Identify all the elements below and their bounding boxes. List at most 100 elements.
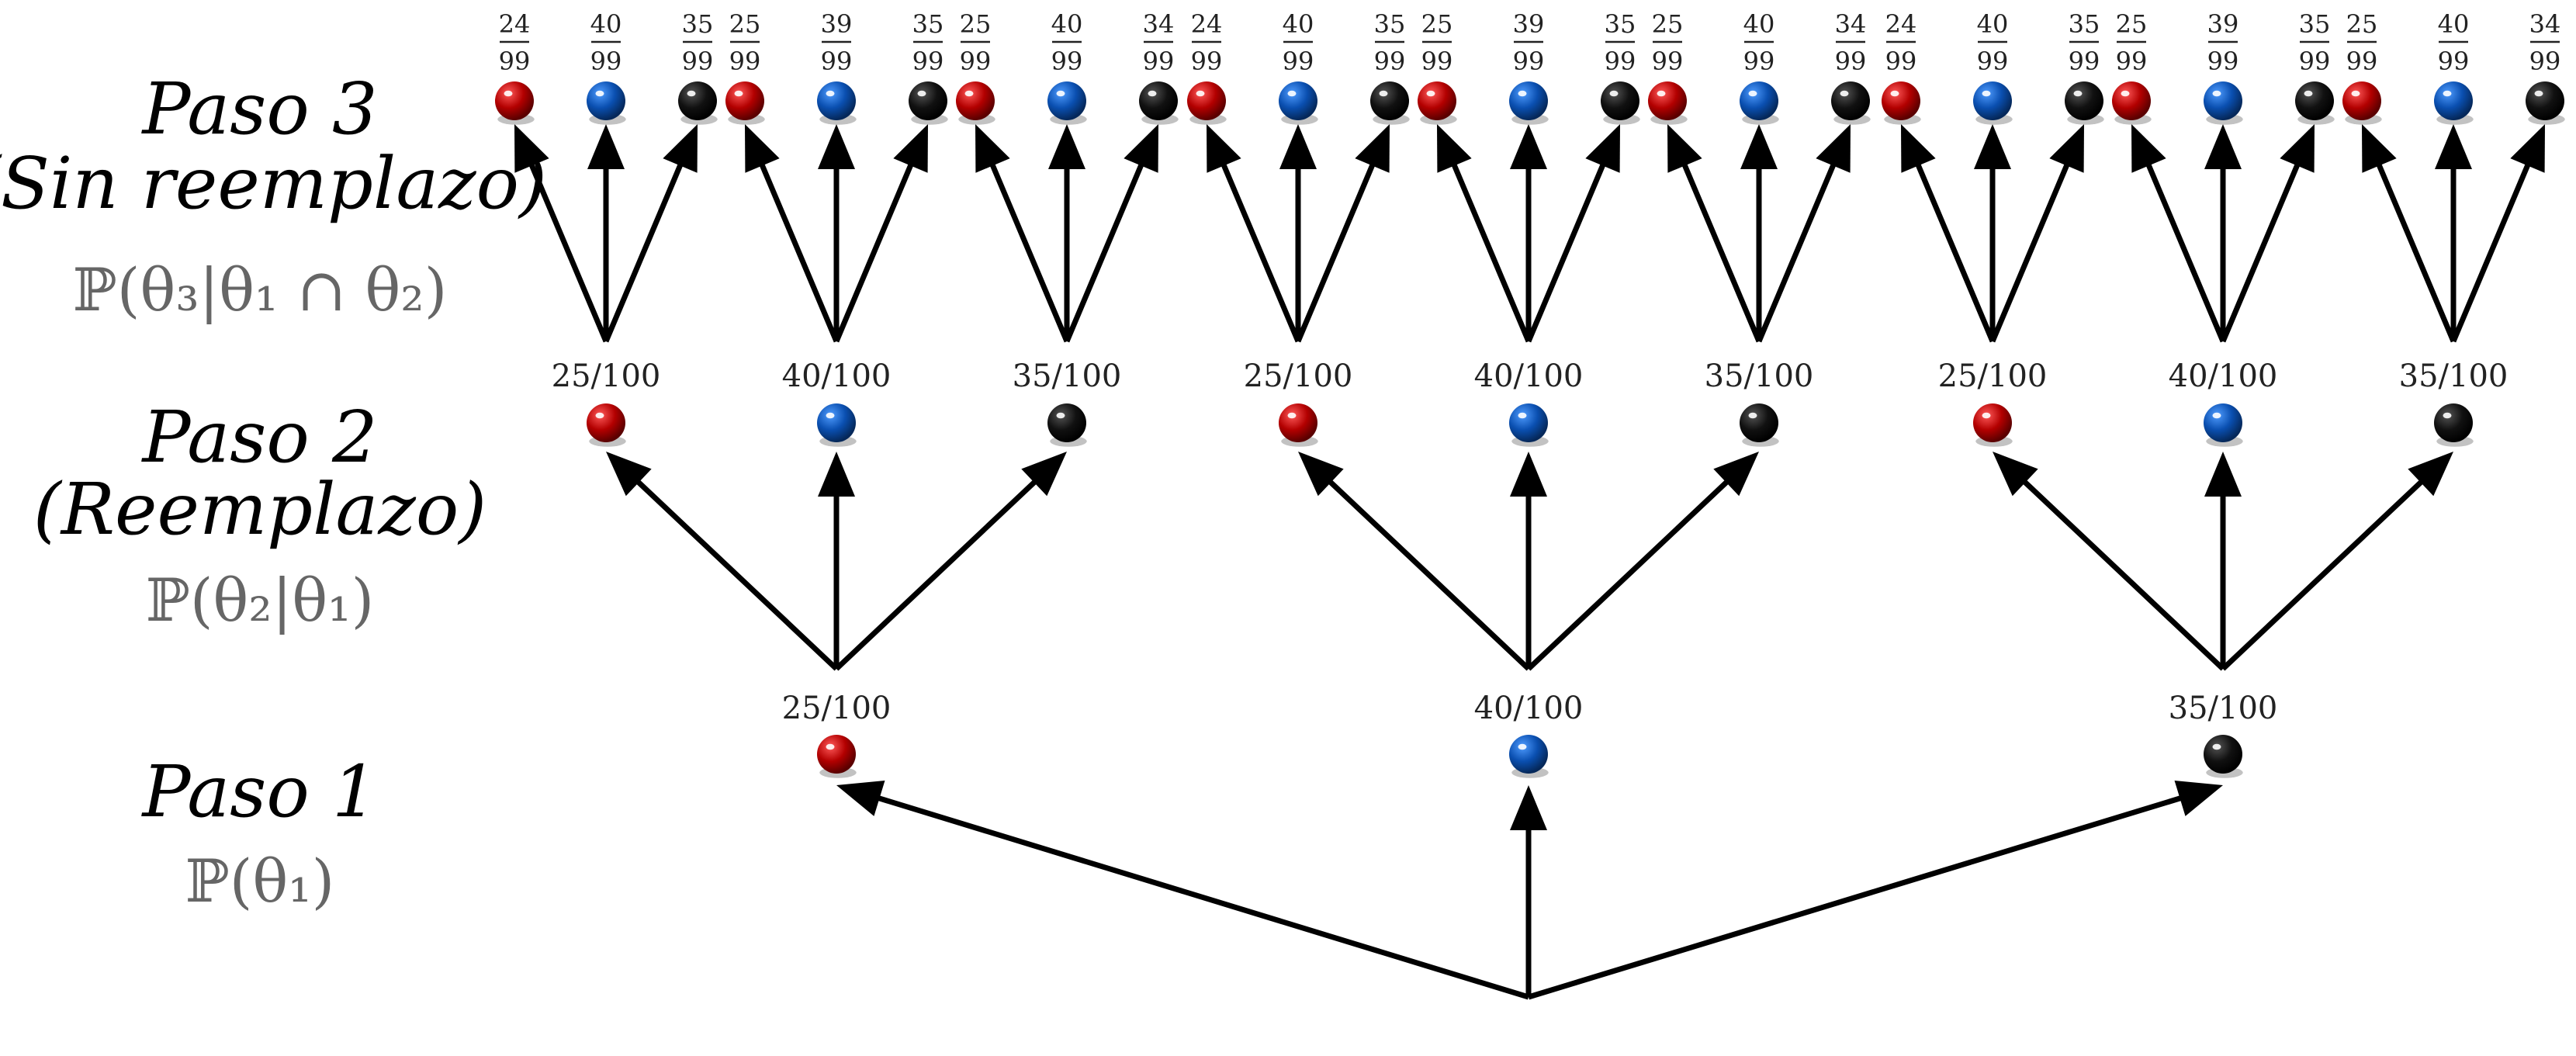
arrow-step3-red-blue-red bbox=[745, 124, 840, 343]
arrow-step1-black bbox=[1527, 780, 2223, 1000]
arrow-step3-red-blue-black bbox=[833, 124, 928, 343]
arrow-step3-red-red-black bbox=[603, 124, 698, 343]
svg-text:40: 40 bbox=[1051, 9, 1083, 39]
ball-step3-red-blue-blue bbox=[817, 81, 857, 125]
svg-text:39: 39 bbox=[821, 9, 853, 39]
arrow-step3-blue-red-blue bbox=[1279, 124, 1317, 341]
svg-text:99: 99 bbox=[1421, 47, 1453, 76]
svg-text:34: 34 bbox=[1835, 9, 1867, 39]
prob-step1-blue: 40/100 bbox=[1474, 691, 1584, 726]
svg-text:35: 35 bbox=[682, 9, 714, 39]
ball-step3-blue-blue-black bbox=[1601, 81, 1640, 125]
svg-text:99: 99 bbox=[1835, 47, 1867, 76]
arrow-step3-blue-blue-black bbox=[1525, 124, 1620, 343]
svg-text:99: 99 bbox=[1051, 47, 1083, 76]
arrow-step3-blue-black-blue bbox=[1740, 124, 1778, 341]
svg-text:99: 99 bbox=[2346, 47, 2378, 76]
svg-text:99: 99 bbox=[2299, 47, 2331, 76]
ball-step3-red-blue-red bbox=[725, 81, 765, 125]
arrow-step2-black-red bbox=[1993, 452, 2225, 671]
ball-step3-black-red-red bbox=[1882, 81, 1921, 125]
ball-step3-blue-black-black bbox=[1831, 81, 1871, 125]
arrow-step3-red-black-black bbox=[1064, 124, 1158, 343]
svg-text:25: 25 bbox=[1421, 9, 1453, 39]
svg-text:35: 35 bbox=[1605, 9, 1636, 39]
svg-text:99: 99 bbox=[912, 47, 944, 76]
step1-labels: Paso 1 ℙ(θ₁) bbox=[141, 750, 378, 916]
svg-text:99: 99 bbox=[1977, 47, 2009, 76]
step3-labels: Paso 3 (Sin reemplazo) ℙ(θ₃|θ₁ ∩ θ₂) bbox=[0, 68, 547, 324]
ball-step3-red-blue-black bbox=[909, 81, 948, 125]
prob-step2-black-black: 35/100 bbox=[2399, 358, 2508, 394]
svg-text:99: 99 bbox=[1652, 47, 1684, 76]
svg-text:25: 25 bbox=[2116, 9, 2148, 39]
svg-text:24: 24 bbox=[1191, 9, 1223, 39]
ball-step2-blue-black bbox=[1740, 403, 1779, 447]
arrow-step3-blue-black-red bbox=[1667, 124, 1762, 343]
ball-step2-red-blue bbox=[817, 403, 857, 447]
tree-nodes: 25/100 40/100 35/100 25/100 40/100 35/100 25/1… bbox=[495, 9, 2565, 778]
svg-text:99: 99 bbox=[499, 47, 531, 76]
svg-text:99: 99 bbox=[729, 47, 761, 76]
svg-text:40: 40 bbox=[1283, 9, 1314, 39]
arrow-step3-black-black-red bbox=[2362, 124, 2457, 343]
ball-step3-red-black-blue bbox=[1047, 81, 1087, 125]
arrow-step3-black-red-blue bbox=[1974, 124, 2011, 341]
arrow-step2-red-black bbox=[834, 452, 1067, 671]
ball-step3-red-black-black bbox=[1139, 81, 1179, 125]
step2-labels: Paso 2 (Reemplazo) ℙ(θ₂|θ₁) bbox=[33, 396, 486, 635]
svg-text:99: 99 bbox=[2116, 47, 2148, 76]
svg-text:99: 99 bbox=[2529, 47, 2561, 76]
svg-text:99: 99 bbox=[2207, 47, 2239, 76]
svg-text:25: 25 bbox=[729, 9, 761, 39]
ball-step1-black bbox=[2204, 735, 2243, 778]
prob-step2-black-blue: 40/100 bbox=[2169, 358, 2278, 394]
svg-text:34: 34 bbox=[2529, 9, 2561, 39]
step1-formula: ℙ(θ₁) bbox=[185, 847, 335, 916]
svg-text:40: 40 bbox=[2438, 9, 2470, 39]
ball-step3-black-black-blue bbox=[2434, 81, 2474, 125]
prob-step2-red-red: 25/100 bbox=[552, 358, 661, 394]
ball-step2-black-red bbox=[1973, 403, 2013, 447]
prob-step2-black-red: 25/100 bbox=[1938, 358, 2048, 394]
arrow-step3-red-black-red bbox=[975, 124, 1070, 343]
svg-text:99: 99 bbox=[1143, 47, 1175, 76]
ball-step3-blue-blue-red bbox=[1418, 81, 1457, 125]
svg-text:35: 35 bbox=[1374, 9, 1406, 39]
svg-text:35: 35 bbox=[2069, 9, 2100, 39]
ball-step2-blue-blue bbox=[1509, 403, 1549, 447]
step2-subtitle: (Reemplazo) bbox=[33, 468, 486, 551]
arrow-step3-blue-red-black bbox=[1295, 124, 1390, 343]
ball-step3-red-red-red bbox=[495, 81, 535, 125]
svg-text:99: 99 bbox=[682, 47, 714, 76]
arrow-step3-blue-red-red bbox=[1207, 124, 1301, 343]
ball-step2-black-black bbox=[2434, 403, 2474, 447]
ball-step3-black-black-red bbox=[2342, 81, 2382, 125]
prob-step2-blue-red: 25/100 bbox=[1244, 358, 1353, 394]
arrow-step1-red bbox=[836, 781, 1530, 1000]
arrow-step2-blue-blue bbox=[1510, 452, 1547, 669]
ball-step3-blue-red-red bbox=[1187, 81, 1227, 125]
ball-step3-black-blue-red bbox=[2112, 81, 2152, 125]
arrow-step3-black-red-red bbox=[1901, 124, 1996, 343]
prob-step2-blue-black: 35/100 bbox=[1705, 358, 1814, 394]
prob-step1-red: 25/100 bbox=[782, 691, 892, 726]
svg-text:99: 99 bbox=[1885, 47, 1917, 76]
ball-step3-black-black-black bbox=[2526, 81, 2565, 125]
svg-text:99: 99 bbox=[2438, 47, 2470, 76]
